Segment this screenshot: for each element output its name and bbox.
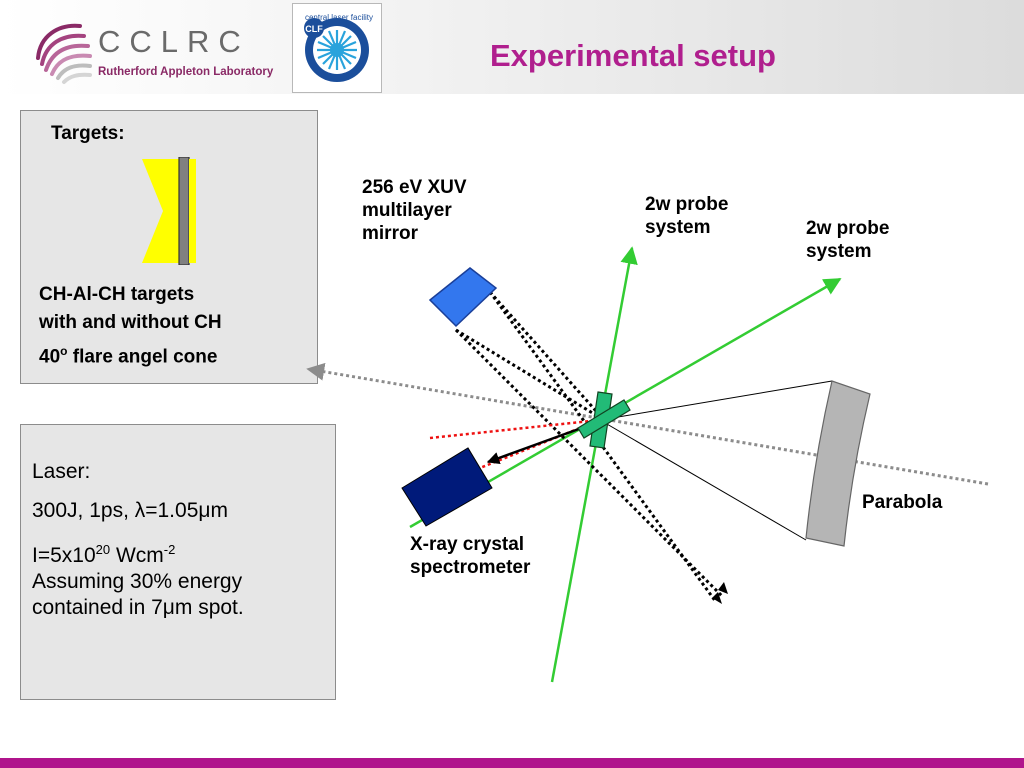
parabola-label: Parabola xyxy=(862,492,943,513)
parabola-mirror xyxy=(805,380,871,547)
spectrometer-label-line2: spectrometer xyxy=(410,557,531,578)
xuv-label-line1: 256 eV XUV xyxy=(362,177,467,198)
xuv-reflection-paths xyxy=(454,291,724,603)
clf-logo-abbr: CLF xyxy=(305,24,323,34)
probe2-label-line1: 2w probe xyxy=(806,218,890,239)
laser-line1: Laser: xyxy=(32,460,91,483)
xuv-label-line2: multilayer xyxy=(362,200,452,221)
spectrometer-label: X-ray crystal spectrometer xyxy=(410,533,530,579)
laser-axis-line xyxy=(306,362,989,486)
laser-line3: I=5x1020 Wcm-2 xyxy=(32,537,332,569)
targets-desc-line3: flare angel cone xyxy=(67,346,218,368)
clf-starburst-icon: CLF central laser facility xyxy=(304,13,373,82)
red-dotted-path-lower xyxy=(459,418,601,478)
probe-beam-vertical xyxy=(550,246,638,683)
laser-intensity-unit: Wcm xyxy=(110,544,164,567)
spectrometer-label-line1: X-ray crystal xyxy=(410,534,525,555)
laser-line4: Assuming 30% energy xyxy=(32,570,243,593)
probe2-label-line2: system xyxy=(806,241,872,262)
xuv-mirror-label: 256 eV XUV multilayer mirror xyxy=(362,176,467,245)
target-shape-icon xyxy=(142,157,196,265)
probe1-label-line1: 2w probe xyxy=(645,194,729,215)
cclrc-logo-subtitle: Rutherford Appleton Laboratory xyxy=(98,66,274,78)
xuv-mirror-shape xyxy=(428,267,498,328)
laser-line2: 300J, 1ps, λ=1.05μm xyxy=(32,499,228,522)
laser-panel: Laser: 300J, 1ps, λ=1.05μm I=5x1020 Wcm-… xyxy=(20,424,336,700)
targets-desc-angle: 40 xyxy=(39,346,61,368)
targets-description: CH-Al-CH targets with and without CH 40o… xyxy=(39,281,314,371)
probe-system-label-2: 2w probe system xyxy=(806,217,889,263)
laser-intensity-exp: 20 xyxy=(95,542,111,557)
probe-system-label-1: 2w probe system xyxy=(645,193,728,239)
targets-desc-line2: with and without CH xyxy=(39,312,222,333)
targets-title: Targets: xyxy=(51,123,125,144)
targets-desc-degree: o xyxy=(60,344,68,358)
spectrometer-shape xyxy=(401,447,493,527)
cclrc-logo: CCLRC Rutherford Appleton Laboratory xyxy=(30,14,290,90)
focus-cone-lower xyxy=(599,419,807,541)
clf-logo: CLF central laser facility xyxy=(292,3,382,93)
cclrc-logo-text: CCLRC xyxy=(98,24,250,59)
targets-desc-line1: CH-Al-CH targets xyxy=(39,284,195,305)
laser-intensity-base: I=5x10 xyxy=(32,544,96,567)
page-title: Experimental setup xyxy=(490,38,776,73)
xuv-label-line3: mirror xyxy=(362,223,418,244)
xuv-path-arrow-2 xyxy=(718,582,728,594)
red-dotted-path-upper xyxy=(429,418,601,440)
footer-bar xyxy=(0,758,1024,768)
clf-logo-text: central laser facility xyxy=(305,13,373,22)
target-holder xyxy=(577,399,631,439)
xuv-path-arrow-1 xyxy=(712,592,722,604)
probe1-label-line2: system xyxy=(645,217,711,238)
targets-panel: Targets: CH-Al-CH targets with and witho… xyxy=(20,110,318,384)
cclrc-swirl-icon xyxy=(36,23,92,84)
laser-parameters: Laser: 300J, 1ps, λ=1.05μm I=5x1020 Wcm-… xyxy=(32,459,332,621)
laser-intensity-unit-exp: -2 xyxy=(163,542,176,557)
header: CCLRC Rutherford Appleton Laboratory CLF… xyxy=(0,0,1024,94)
focus-cone-upper xyxy=(599,380,833,421)
laser-line5: contained in 7μm spot. xyxy=(32,596,244,619)
